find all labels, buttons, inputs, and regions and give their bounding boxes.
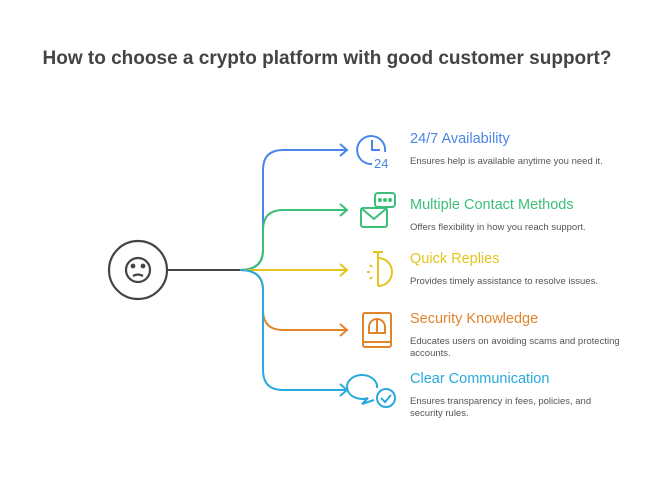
item-title: Security Knowledge <box>410 311 539 327</box>
item-description: Educates users on avoiding scams and pro… <box>410 336 620 359</box>
item-title: Clear Communication <box>410 371 550 387</box>
arrowhead-icon <box>339 143 349 157</box>
item-title: Quick Replies <box>410 251 500 267</box>
thinking-face-icon <box>107 239 169 301</box>
chat-check-icon <box>346 373 396 408</box>
item-description: Offers flexibility in how you reach supp… <box>410 222 586 233</box>
svg-text:24: 24 <box>374 156 388 171</box>
item-description: Provides timely assistance to resolve is… <box>410 276 598 287</box>
branch-line <box>239 269 346 331</box>
security-book-icon <box>362 312 392 348</box>
branch-line <box>239 209 346 271</box>
branch-line <box>239 269 346 391</box>
item-description: Ensures help is available anytime you ne… <box>410 156 603 167</box>
arrowhead-icon <box>339 203 349 217</box>
item-title: 24/7 Availability <box>410 131 510 147</box>
clock-24-icon: 24 <box>356 135 388 171</box>
arrowhead-icon <box>339 323 349 337</box>
envelope-chat-icon <box>360 192 396 228</box>
item-title: Multiple Contact Methods <box>410 197 574 213</box>
arrowhead-icon <box>339 263 349 277</box>
page-title: How to choose a crypto platform with goo… <box>42 48 612 69</box>
item-description: Ensures transparency in fees, policies, … <box>410 396 592 419</box>
stopwatch-icon <box>367 251 393 287</box>
